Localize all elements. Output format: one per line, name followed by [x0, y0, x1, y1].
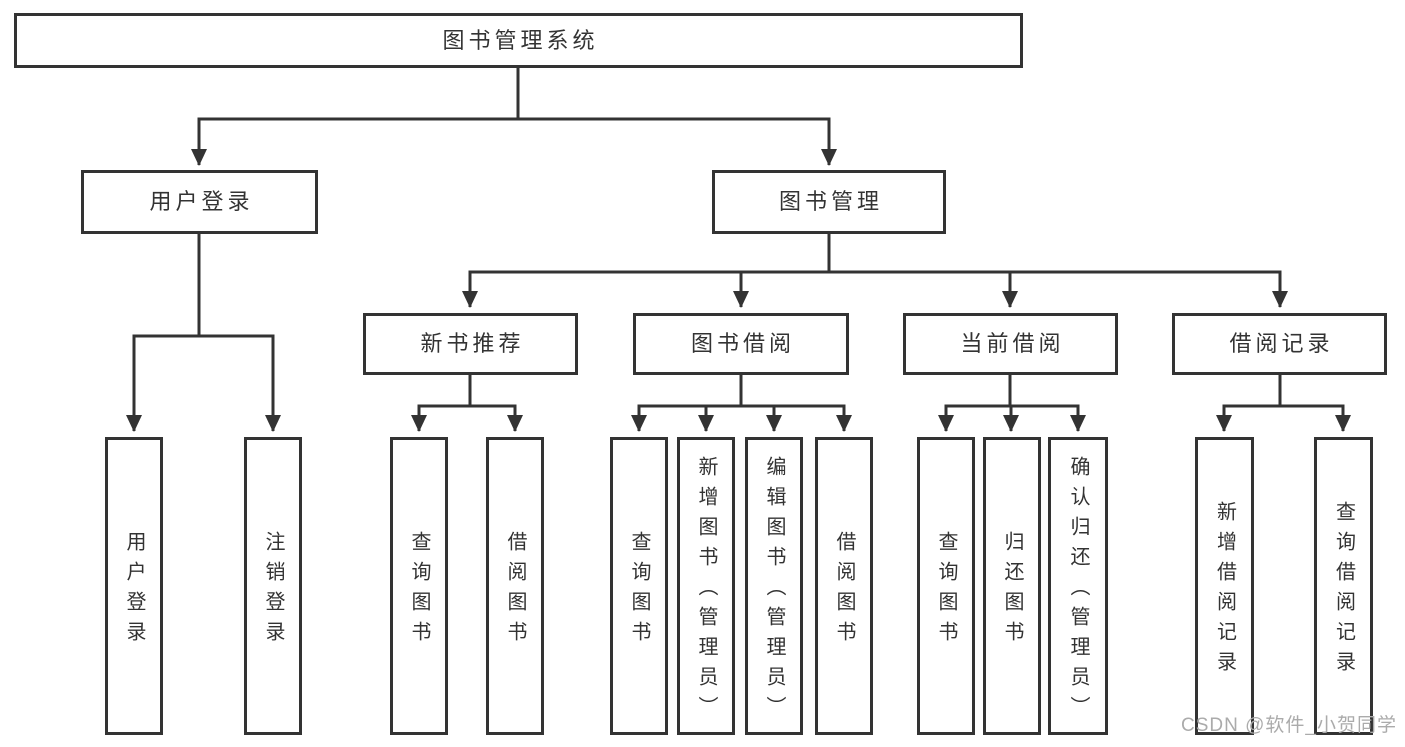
connectors [126, 68, 1351, 432]
node-borrow-records: 借阅记录 [1172, 313, 1387, 375]
leaf-return-books: 归还图书 [983, 437, 1041, 735]
leaf-query-borrow-record: 查询借阅记录 [1314, 437, 1373, 735]
leaf-edit-books-admin: 编辑图书（管理员） [745, 437, 803, 735]
leaf-query-books-current: 查询图书 [917, 437, 975, 735]
csdn-watermark: CSDN @软件_小贺同学 [1181, 715, 1397, 736]
node-new-book-recommend: 新书推荐 [363, 313, 578, 375]
leaf-add-borrow-record: 新增借阅记录 [1195, 437, 1254, 735]
leaf-query-books-recommend: 查询图书 [390, 437, 448, 735]
leaf-query-books-borrow: 查询图书 [610, 437, 668, 735]
node-root-system: 图书管理系统 [14, 13, 1023, 68]
node-current-borrow: 当前借阅 [903, 313, 1118, 375]
node-book-management: 图书管理 [712, 170, 946, 234]
leaf-logout: 注销登录 [244, 437, 302, 735]
node-user-login: 用户登录 [81, 170, 318, 234]
leaf-add-books-admin: 新增图书（管理员） [677, 437, 735, 735]
leaf-borrow-books-recommend: 借阅图书 [486, 437, 544, 735]
leaf-confirm-return-admin: 确认归还（管理员） [1048, 437, 1108, 735]
leaf-user-login: 用户登录 [105, 437, 163, 735]
leaf-borrow-books: 借阅图书 [815, 437, 873, 735]
node-book-borrow: 图书借阅 [633, 313, 849, 375]
